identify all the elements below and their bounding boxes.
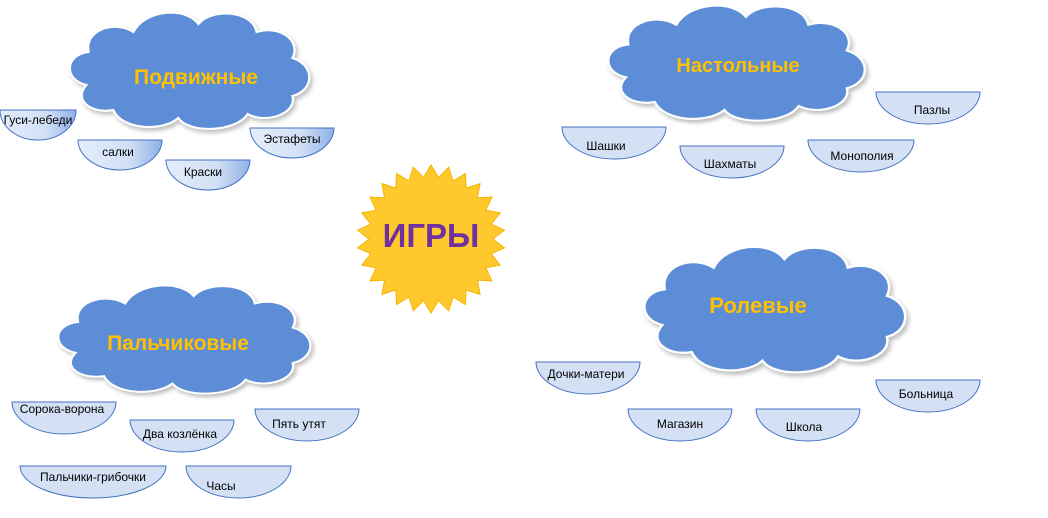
item-bowl: Сорока-ворона — [11, 401, 117, 435]
item-bowl: Больница — [875, 379, 981, 413]
item-label: Пазлы — [914, 103, 950, 117]
item-label: Два козлёнка — [143, 427, 217, 441]
item-label: Краски — [184, 165, 222, 179]
item-label: Монополия — [830, 149, 893, 163]
item-bowl: Гуси-лебеди — [0, 109, 77, 141]
item-label: Гуси-лебеди — [4, 113, 73, 127]
item-bowl: Два козлёнка — [129, 419, 235, 453]
item-bowl: Пазлы — [875, 91, 981, 125]
item-bowl: Монополия — [807, 139, 915, 173]
item-label: салки — [102, 145, 134, 159]
group-palchikovye: Пальчиковые Сорока-ворона Два козлёнка П… — [11, 284, 360, 499]
item-label: Сорока-ворона — [20, 402, 105, 416]
item-bowl: Шашки — [561, 126, 667, 160]
item-bowl: Пять утят — [254, 408, 360, 442]
center-node: ИГРЫ — [356, 164, 506, 314]
item-label: Пальчики-грибочки — [40, 470, 146, 484]
group-title: Подвижные — [134, 66, 258, 89]
item-label: Шахматы — [704, 157, 756, 171]
item-bowl: салки — [77, 139, 163, 171]
item-label: Часы — [206, 479, 235, 493]
center-label: ИГРЫ — [383, 217, 480, 254]
group-podvizhnye: Подвижные Гуси-лебеди салки Краски Эстаф… — [0, 11, 335, 191]
item-bowl: Школа — [755, 408, 861, 442]
sun-burst-shape — [356, 164, 506, 314]
item-label: Шашки — [586, 139, 625, 153]
item-label: Больница — [899, 387, 954, 401]
group-title: Настольные — [676, 55, 799, 77]
item-bowl: Краски — [165, 159, 251, 191]
group-rolevye: Ролевые Дочки-матери Магазин Школа Больн… — [535, 245, 981, 442]
group-title: Пальчиковые — [107, 332, 249, 355]
item-bowl: Часы — [185, 465, 292, 499]
item-bowl: Пальчики-грибочки — [19, 465, 167, 499]
item-bowl: Шахматы — [679, 145, 785, 179]
item-label: Эстафеты — [264, 132, 321, 146]
item-bowl: Эстафеты — [249, 127, 335, 159]
item-label: Школа — [786, 420, 823, 434]
group-title: Ролевые — [709, 293, 807, 318]
item-label: Пять утят — [272, 417, 326, 431]
item-label: Дочки-матери — [548, 367, 625, 381]
group-nastolnye: Настольные Шашки Шахматы Монополия Пазлы — [561, 4, 981, 179]
item-label: Магазин — [657, 417, 703, 431]
item-bowl: Магазин — [627, 408, 733, 442]
item-bowl: Дочки-матери — [535, 361, 641, 395]
